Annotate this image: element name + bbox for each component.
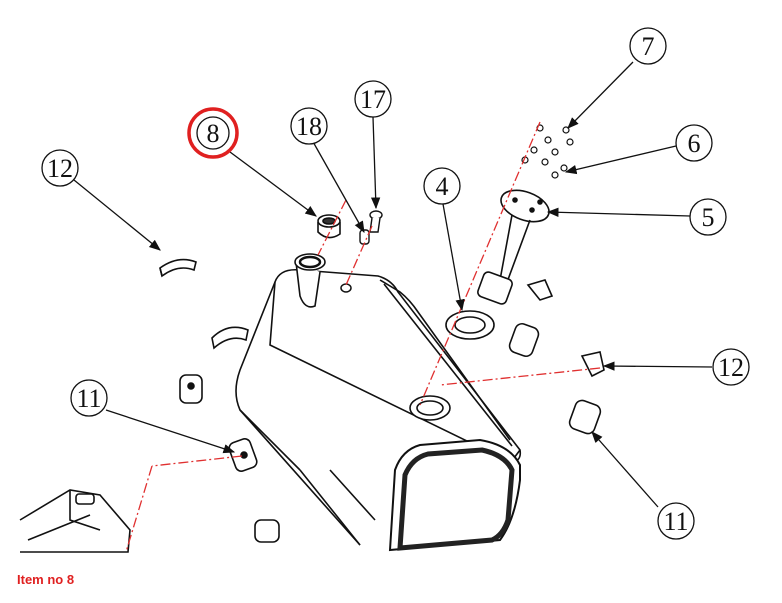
callout-6[interactable]: 6	[675, 124, 713, 162]
callout-label: 8	[207, 119, 220, 148]
item-caption: Item no 8	[17, 572, 75, 587]
callout-17[interactable]: 17	[354, 80, 392, 118]
exploded-parts-diagram: 8 18 17 7 6 5 4 12 12 11 11	[19, 27, 750, 553]
fuel-tank	[235, 268, 522, 552]
filler-neck	[294, 253, 326, 308]
assembly-centerlines	[125, 121, 601, 553]
vent-boss	[340, 283, 352, 293]
callout-label: 18	[296, 112, 322, 141]
callout-label: 12	[47, 154, 73, 183]
callout-label: 12	[718, 353, 744, 382]
callout-8[interactable]: 8	[187, 107, 239, 159]
callout-label: 11	[663, 507, 688, 536]
callout-label: 17	[360, 85, 386, 114]
callout-12-right[interactable]: 12	[712, 348, 750, 386]
screw-parts	[359, 210, 383, 245]
callout-18[interactable]: 18	[290, 107, 328, 145]
gasket	[445, 310, 495, 340]
callout-4[interactable]: 4	[423, 167, 461, 205]
callout-5[interactable]: 5	[689, 198, 727, 236]
sender-plate	[477, 189, 550, 305]
sender-port	[409, 395, 451, 421]
callout-label: 5	[702, 203, 715, 232]
callout-7[interactable]: 7	[629, 27, 667, 65]
callout-12-left[interactable]: 12	[41, 149, 79, 187]
screw-cluster	[521, 124, 574, 179]
clip-parts	[159, 258, 605, 378]
callout-label: 4	[436, 172, 449, 201]
callout-label: 6	[688, 129, 701, 158]
leader-lines	[73, 61, 713, 508]
callout-11-right[interactable]: 11	[657, 502, 695, 540]
pad-parts	[179, 322, 602, 543]
mounting-bracket	[19, 489, 131, 553]
callout-label: 11	[76, 384, 101, 413]
callout-11-left[interactable]: 11	[70, 379, 108, 417]
callout-label: 7	[642, 32, 655, 61]
